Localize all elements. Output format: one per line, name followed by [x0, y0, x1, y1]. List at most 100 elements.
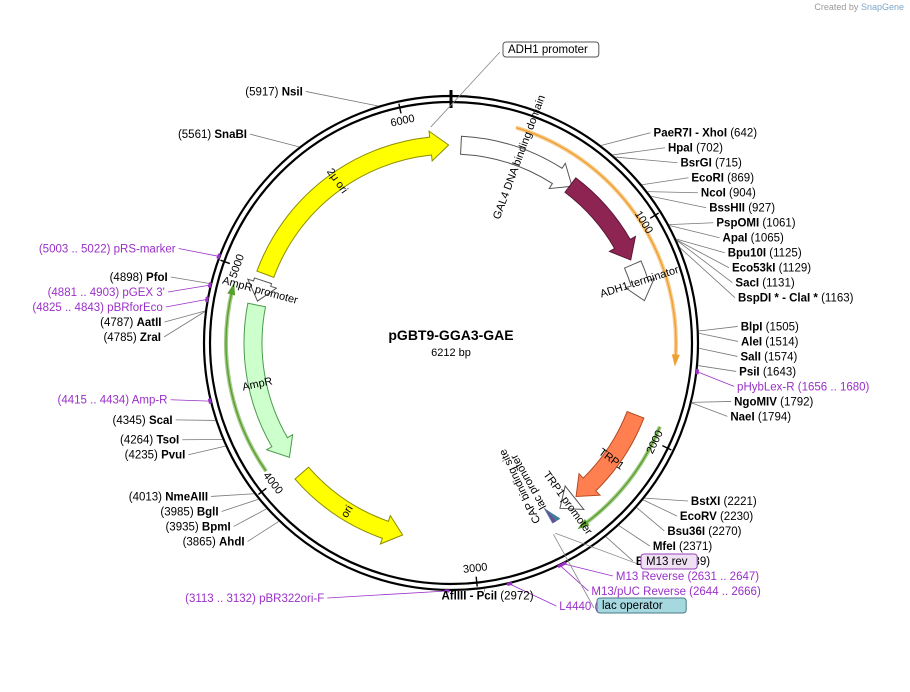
primer-name: pBR322ori-F: [259, 593, 324, 605]
primer-coord: (3113 .. 3132): [185, 593, 259, 605]
site-label: BlpI (1505): [741, 321, 799, 333]
site-name: PvuI: [161, 450, 185, 462]
site-name: HpaI: [668, 143, 693, 155]
site-coord: (2221): [720, 496, 757, 508]
site-label: NgoMIV (1792): [734, 396, 813, 408]
site-name: Eco53kI: [732, 263, 775, 275]
orf-arrowhead: [577, 518, 590, 530]
leader-line: [170, 399, 210, 402]
primer-name: M13/pUC Reverse: [591, 586, 689, 598]
leader-line: [697, 371, 735, 387]
primer-label: (3113 .. 3132) pBR322ori-F: [185, 593, 324, 605]
site-name: ApaI: [723, 233, 748, 245]
site-label: PaeR7I - XhoI (642): [654, 128, 758, 140]
site-label: Bpu10I (1125): [728, 248, 802, 260]
leader-line: [698, 347, 738, 357]
primer-coord: (2644 .. 2666): [689, 586, 761, 598]
marker-lac: [543, 503, 561, 524]
primer-name: pHybLex-R: [737, 381, 798, 393]
site-coord: (1505): [762, 321, 799, 333]
leader-line: [188, 445, 226, 456]
site-coord: (4235): [125, 450, 161, 462]
site-coord: (2972): [497, 591, 534, 603]
site-label: BsrGI (715): [680, 158, 742, 170]
site-label: MfeI (2371): [653, 541, 713, 553]
site-name: NsiI: [282, 86, 303, 98]
site-label: EcoRV (2230): [680, 511, 753, 523]
primer-label: M13 Reverse (2631 .. 2647): [616, 571, 759, 583]
leader-line: [668, 222, 714, 226]
leader-line: [249, 133, 300, 148]
leader-line: [233, 508, 267, 527]
tick-line: [220, 259, 231, 265]
leader-line: [247, 521, 279, 542]
leader-line: [612, 147, 666, 156]
site-label: PsiI (1643): [739, 366, 796, 378]
tick-line: [649, 212, 660, 219]
leader-line: [605, 536, 634, 562]
site-coord: (1792): [777, 396, 814, 408]
leader-line: [679, 247, 736, 299]
site-name: SalI: [740, 351, 760, 363]
boxed-label-text: ADH1 promoter: [508, 44, 588, 56]
primer-label: (4825 .. 4843) pBRforEco: [32, 302, 162, 314]
site-extra: - ClaI *: [779, 293, 819, 305]
site-name: BlpI: [741, 321, 763, 333]
site-coord: (642): [727, 128, 757, 140]
feature-ori: [294, 466, 404, 545]
primer-coord: (4415 .. 4434): [58, 395, 132, 407]
tick-line: [258, 487, 267, 496]
site-coord: (869): [724, 173, 754, 185]
site-name: PaeR7I: [654, 128, 692, 140]
site-label: SalI (1574): [740, 351, 797, 363]
site-name: MfeI: [653, 541, 676, 553]
tick-line: [398, 103, 402, 114]
site-name: TsoI: [156, 435, 179, 447]
site-name: EcoRV: [680, 511, 717, 523]
leader-line: [563, 563, 613, 577]
backbone: [202, 90, 700, 592]
feature-amprprom: [246, 277, 278, 302]
leader-line: [164, 310, 206, 323]
leader-line: [669, 225, 720, 239]
leader-lines: [163, 51, 739, 609]
leader-line: [698, 332, 739, 342]
site-coord: (4013): [129, 491, 165, 503]
tick-line: [475, 576, 478, 587]
site-label: BssHII (927): [709, 203, 775, 215]
site-name: SnaBI: [214, 129, 247, 141]
site-coord: (4264): [120, 435, 156, 447]
leader-line: [178, 248, 219, 257]
site-label: (3985) BglI: [160, 506, 218, 518]
primer-label: pHybLex-R (1656 .. 1680): [737, 381, 869, 393]
site-label: (4235) PvuI: [125, 450, 186, 462]
site-label: (4013) NmeAIII: [129, 491, 208, 503]
site-label: (5917) NsiI: [245, 86, 303, 98]
boxed-label-bg: [596, 597, 687, 614]
site-name: PspOMI: [716, 218, 759, 230]
tick-label: 5000: [227, 253, 247, 280]
leader-line: [676, 238, 725, 254]
leader-line: [211, 493, 255, 497]
site-extra: - XhoI: [692, 128, 727, 140]
site-coord: (1061): [759, 218, 796, 230]
site-label: (4898) PfoI: [110, 272, 168, 284]
leader-line: [221, 498, 259, 512]
site-coord: (1794): [755, 411, 792, 423]
leader-line: [167, 284, 210, 293]
leader-line: [559, 565, 589, 592]
primer-label: (4415 .. 4434) Amp-R: [58, 395, 168, 407]
primer-label: (4881 .. 4903) pGEX 3': [48, 287, 165, 299]
primer-coord: (5003 .. 5022): [39, 243, 114, 255]
plasmid-name: pGBT9-GGA3-GAE: [388, 327, 513, 343]
site-name: AleI: [741, 336, 762, 348]
site-name: NgoMIV: [734, 396, 777, 408]
tick-label: 3000: [462, 561, 488, 576]
orf-arrowhead: [227, 282, 236, 296]
boxed-leader: [553, 534, 595, 609]
site-coord: (4898): [110, 272, 146, 284]
site-name: BglI: [197, 506, 219, 518]
primer-label: (5003 .. 5022) pRS-marker: [39, 243, 176, 255]
tick-line: [662, 445, 672, 451]
